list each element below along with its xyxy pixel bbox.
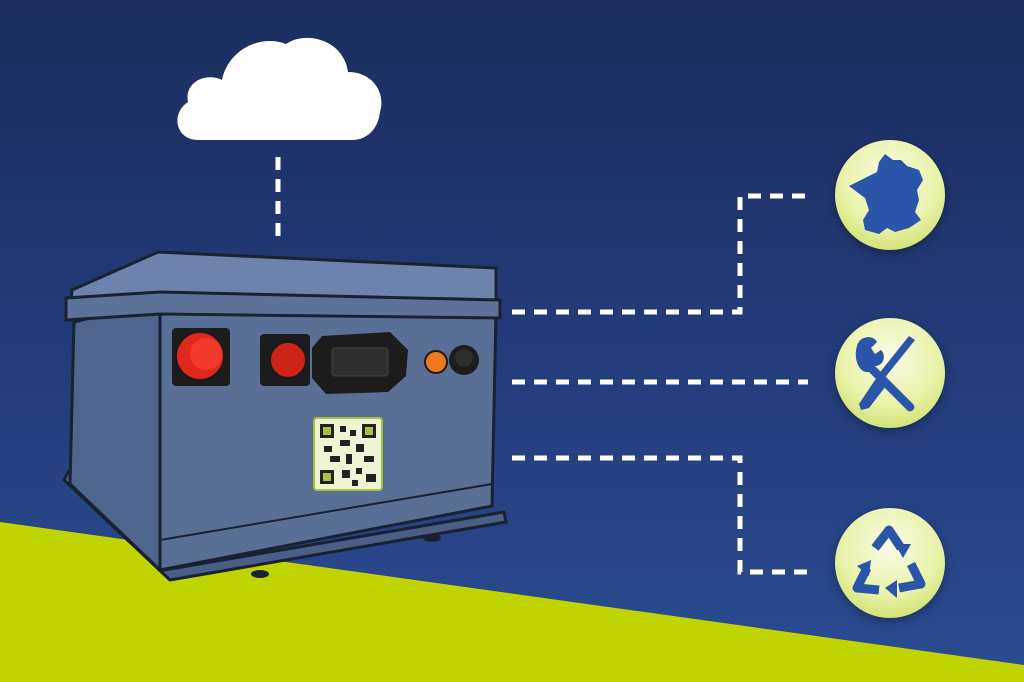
wrench-screwdriver-icon bbox=[855, 336, 915, 412]
connector-france bbox=[512, 193, 808, 315]
badge-france bbox=[835, 140, 945, 250]
indicator-light bbox=[424, 350, 448, 374]
badge-tools bbox=[835, 318, 945, 428]
connector-recycle bbox=[512, 455, 808, 575]
cloud-icon bbox=[177, 37, 382, 140]
battery-base-plate bbox=[62, 469, 508, 582]
badge-recycle bbox=[835, 508, 945, 618]
france-map-icon bbox=[849, 154, 923, 234]
battery-pack bbox=[62, 250, 508, 582]
qr-code bbox=[313, 417, 383, 491]
recycle-icon bbox=[852, 525, 926, 598]
